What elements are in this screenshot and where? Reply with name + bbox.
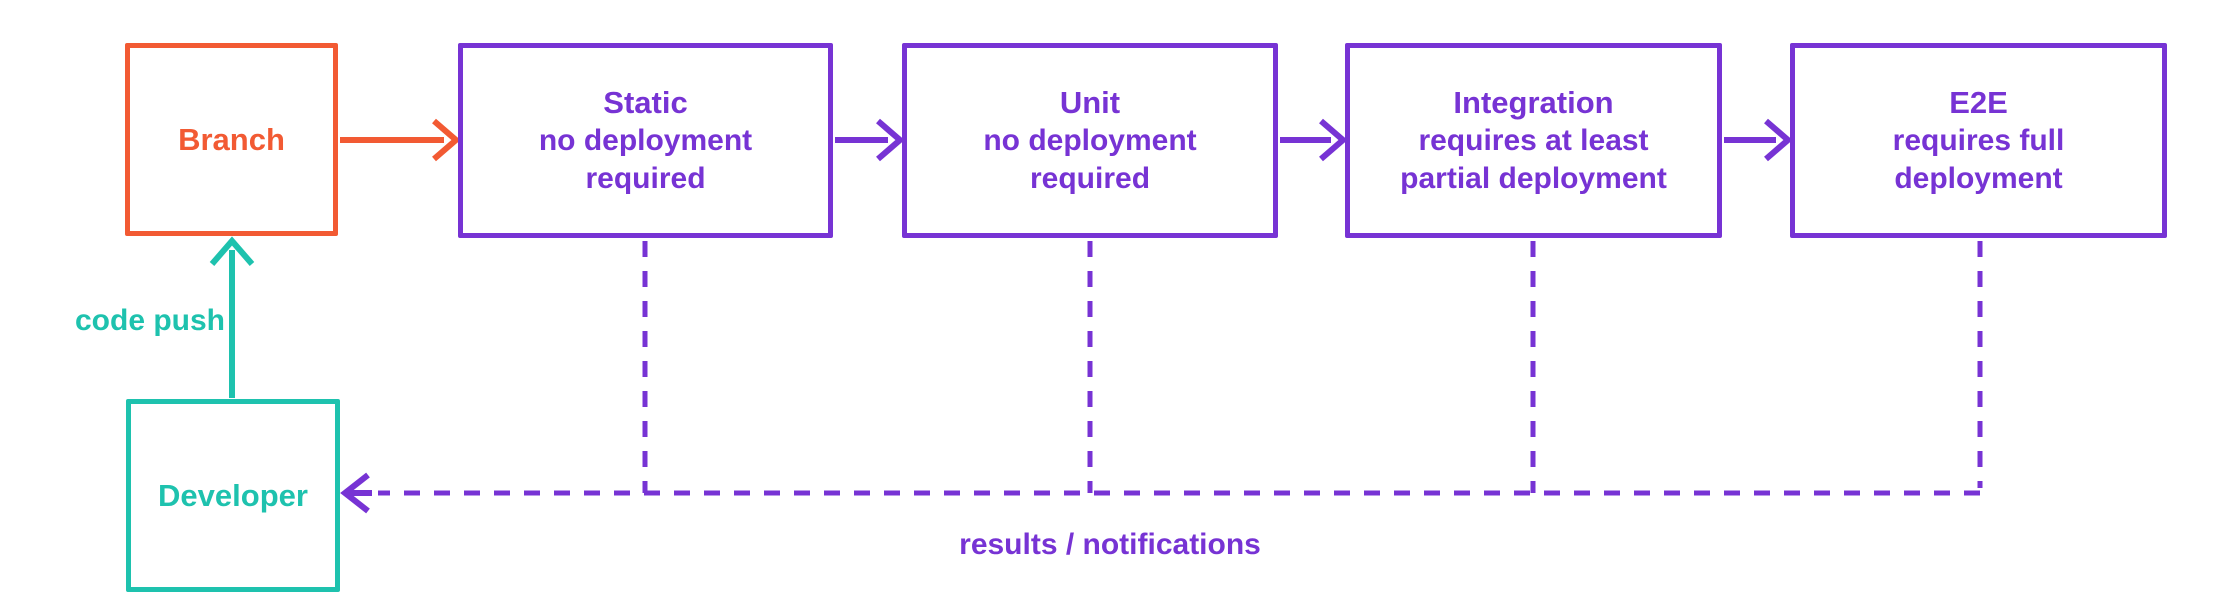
edge-results-developer-arrowhead-icon: [340, 472, 370, 514]
edge-unit-integration-arrowhead-icon: [1319, 118, 1348, 162]
node-static: Static no deployment required: [458, 43, 833, 238]
node-developer-title: Developer: [158, 477, 308, 513]
node-branch: Branch: [125, 43, 338, 236]
edge-label-results-notifications: results / notifications: [959, 528, 1261, 561]
edge-static-unit-arrowhead-icon: [876, 118, 905, 162]
node-branch-title: Branch: [178, 121, 285, 157]
node-unit: Unit no deployment required: [902, 43, 1278, 238]
edge-developer-branch-arrowhead-icon: [209, 236, 255, 266]
edge-label-code-push: code push: [74, 304, 225, 337]
node-integration: Integration requires at least partial de…: [1345, 43, 1722, 238]
node-unit-title: Unit: [1059, 84, 1121, 120]
node-e2e: E2E requires full deployment: [1790, 43, 2167, 238]
node-developer: Developer: [126, 399, 340, 592]
node-e2e-subtitle: requires full deployment: [1892, 123, 2065, 195]
node-integration-subtitle: requires at least partial deployment: [1400, 123, 1667, 195]
node-static-title: Static: [603, 84, 688, 120]
node-integration-title: Integration: [1453, 84, 1614, 120]
edge-branch-static-arrowhead-icon: [432, 118, 461, 162]
edge-integration-e2e-arrowhead-icon: [1764, 118, 1793, 162]
node-unit-subtitle: no deployment required: [983, 123, 1197, 195]
node-e2e-title: E2E: [1949, 84, 2008, 120]
node-static-subtitle: no deployment required: [538, 123, 753, 195]
